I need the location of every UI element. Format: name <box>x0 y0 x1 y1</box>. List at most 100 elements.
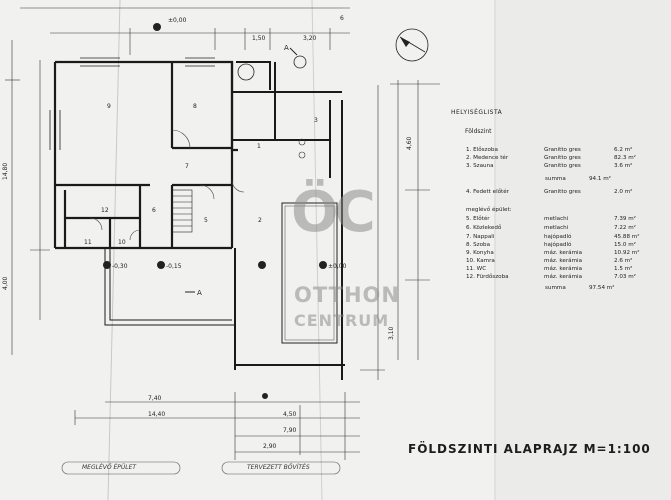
planned-label-box <box>221 461 341 475</box>
room-name: 1. Előszoba <box>466 147 498 153</box>
room-number-labels: 9 8 12 11 10 6 5 7 1 3 2 <box>84 103 318 246</box>
room-material: máz. kerámia <box>544 250 583 256</box>
room-area: 2.6 m² <box>614 258 633 264</box>
room-area: 15.0 m² <box>614 242 636 248</box>
shower-head-2 <box>298 151 306 159</box>
room-material: Granitto gres <box>544 189 581 195</box>
existing-label-box <box>61 461 181 475</box>
room-name: 3. Szauna <box>466 163 494 169</box>
sum-value: 97.54 m² <box>589 285 615 291</box>
left-dimension-lines <box>5 40 50 355</box>
room-number: 1 <box>257 143 261 150</box>
dimension-text: 14,40 <box>148 411 165 418</box>
room-material: máz. kerámia <box>544 258 583 264</box>
right-dimension-lines <box>360 80 440 380</box>
room-row: 6. Közlekedő metlachi 7.22 m² <box>466 225 656 234</box>
dimension-text: 14,80 <box>2 163 9 180</box>
dimension-text: 4,50 <box>283 411 297 418</box>
room-material: hajópadló <box>544 234 572 240</box>
sum-value: 94.1 m² <box>589 176 611 182</box>
dimension-text: 3,20 <box>303 35 317 42</box>
room-row: 3. Szauna Granitto gres 3.6 m² <box>466 163 656 172</box>
dimension-text: 7,90 <box>283 427 297 434</box>
terrace-outline <box>104 248 235 326</box>
room-number: 9 <box>107 103 111 110</box>
level-text-left: -0,30 <box>112 263 128 270</box>
room-material: Granitto gres <box>544 147 581 153</box>
room-area: 3.6 m² <box>614 163 633 169</box>
bottom-dimension-lines <box>74 392 360 460</box>
paper-right-section <box>495 0 671 500</box>
pool-inner <box>284 205 335 341</box>
dimension-text: 2,90 <box>263 443 277 450</box>
room-name: 8. Szoba <box>466 242 491 248</box>
dimension-text: 4,00 <box>2 276 9 290</box>
sum-label: summa <box>545 285 566 291</box>
room-material: Granitto gres <box>544 163 581 169</box>
sum-row-existing: summa 97.54 m² <box>545 285 614 291</box>
staircase <box>171 189 193 233</box>
pool-outline <box>281 202 338 344</box>
room-row: 2. Medence tér Granitto gres 82.3 m² <box>466 155 656 164</box>
room-name: 2. Medence tér <box>466 155 509 161</box>
room-name: 12. Fürdőszoba <box>466 274 509 280</box>
room-area: 2.0 m² <box>614 189 633 195</box>
room-material: metlachi <box>544 216 569 222</box>
drawing-title: FÖLDSZINTI ALAPRAJZ M=1:100 <box>408 442 651 456</box>
room-area: 7.22 m² <box>614 225 636 231</box>
room-row: 9. Konyha máz. kerámia 10.92 m² <box>466 250 656 259</box>
room-row: 4. Fedett előtér Granitto gres 2.0 m² <box>466 189 656 198</box>
room-name: 10. Kamra <box>466 258 495 264</box>
room-row: 11. WC máz. kerámia 1.5 m² <box>466 266 656 275</box>
room-area: 7.39 m² <box>614 216 636 222</box>
room-name: 4. Fedett előtér <box>466 189 509 195</box>
room-number: 11 <box>84 239 92 246</box>
room-material: metlachi <box>544 225 569 231</box>
room-row: 10. Kamra máz. kerámia 2.6 m² <box>466 258 656 267</box>
room-number: 12 <box>101 207 109 214</box>
dimension-text: 6 <box>340 15 344 22</box>
existing-building-walls <box>53 60 238 250</box>
door-swings <box>89 129 245 241</box>
section-markers <box>185 47 298 293</box>
room-area: 82.3 m² <box>614 155 636 161</box>
sum-row-new: summa 94.1 m² <box>545 176 611 182</box>
room-number: 7 <box>185 163 189 170</box>
room-number: 10 <box>118 239 126 246</box>
shower-head <box>298 138 306 146</box>
section-letter: A <box>197 289 202 297</box>
windows <box>49 57 215 150</box>
level-text-top: ±0,00 <box>168 17 187 24</box>
room-name: 6. Közlekedő <box>466 225 502 231</box>
level-text-right: ±0,00 <box>328 263 347 270</box>
chimney-circle <box>293 55 307 69</box>
room-material: máz. kerámia <box>544 274 583 280</box>
room-number: 8 <box>193 103 197 110</box>
sum-label: summa <box>545 176 566 182</box>
room-row: 7. Nappali hajópadló 45.88 m² <box>466 234 656 243</box>
watermark-line2: CENTRUM <box>294 311 390 330</box>
watermark-logo: ÖC <box>291 180 376 245</box>
room-material: máz. kerámia <box>544 266 583 272</box>
dimension-texts: 1,50 3,20 6 14,80 4,00 7,40 14,40 4,50 7… <box>2 15 413 450</box>
extension-walls <box>231 61 345 380</box>
room-number: 3 <box>314 117 318 124</box>
room-row: 1. Előszoba Granitto gres 6.2 m² <box>466 147 656 156</box>
north-arrow-icon <box>395 28 429 62</box>
planned-extension-caption: TERVEZETT BŐVÍTÉS <box>247 464 310 471</box>
level-texts: ±0,00 -0,30 -0,15 ±0,00 <box>112 17 347 270</box>
room-row: 12. Fürdőszoba máz. kerámia 7.03 m² <box>466 274 656 283</box>
room-number: 5 <box>204 217 208 224</box>
room-area: 6.2 m² <box>614 147 633 153</box>
dimension-text: 4,60 <box>406 136 413 150</box>
top-dimension-lines <box>20 7 350 55</box>
room-row: 8. Szoba hajópadló 15.0 m² <box>466 242 656 251</box>
room-area: 10.92 m² <box>614 250 640 256</box>
legend-floor: Földszint <box>465 128 492 135</box>
existing-building-label: meglévő épület: <box>466 207 512 213</box>
legend-title: HELYISÉGLISTA <box>451 109 503 116</box>
room-number: 6 <box>152 207 156 214</box>
